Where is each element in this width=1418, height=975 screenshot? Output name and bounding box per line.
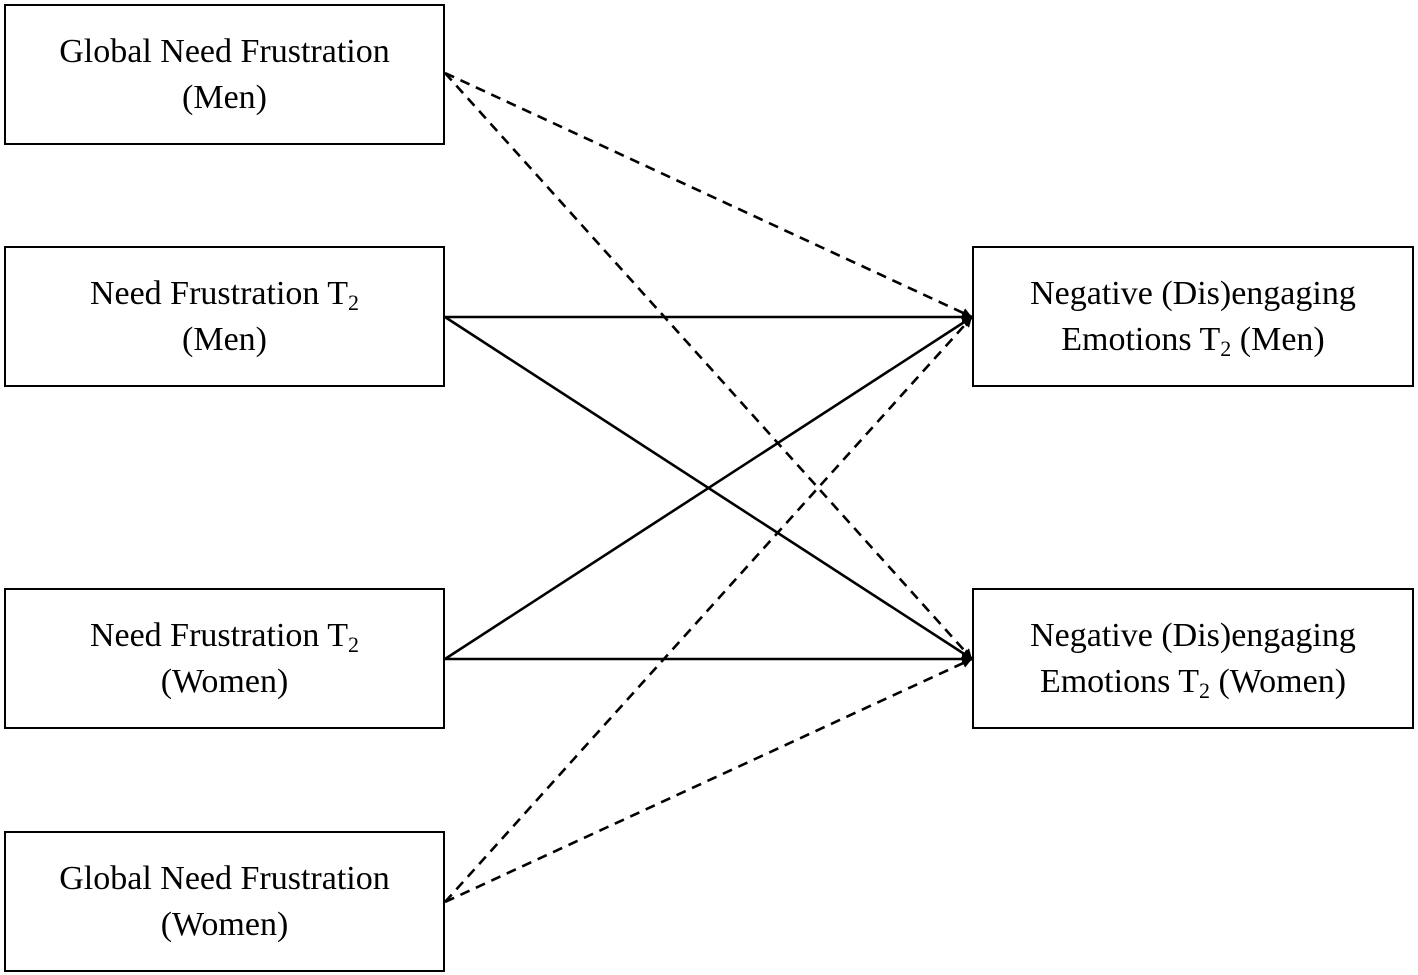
subscript: 2 — [1220, 335, 1232, 361]
node-label-line2: (Men) — [182, 78, 267, 116]
node-label-line2: (Men) — [182, 320, 267, 358]
edge-global-women-to-neg-men — [444, 316, 973, 903]
node-negative-emotions-t2-women: Negative (Dis)engaging Emotions T2 (Wome… — [972, 588, 1414, 729]
edge-nf-women-to-neg-men — [444, 315, 973, 661]
node-need-frustration-t2-women: Need Frustration T2 (Women) — [4, 588, 445, 729]
node-label-line1: Negative (Dis)engaging — [1030, 616, 1356, 654]
node-label-suffix: (Women) — [1209, 662, 1347, 700]
node-label-main: Emotions T — [1039, 662, 1199, 700]
node-need-frustration-t2-men: Need Frustration T2 (Men) — [4, 246, 445, 387]
node-label-line2: Emotions T2 (Women) — [1040, 659, 1346, 705]
node-label-line1: Need Frustration T2 — [90, 271, 359, 317]
node-label-suffix: (Men) — [1231, 320, 1325, 358]
node-global-need-frustration-women: Global Need Frustration (Women) — [4, 831, 445, 972]
node-label-main: Emotions T — [1061, 320, 1221, 358]
node-label-line2: (Women) — [160, 905, 289, 943]
edge-global-men-to-neg-women — [444, 72, 973, 660]
node-label-main: Need Frustration T — [89, 616, 349, 654]
edge-global-women-to-neg-women — [444, 657, 973, 904]
node-label-line1: Global Need Frustration — [59, 859, 390, 897]
subscript: 2 — [348, 289, 360, 315]
subscript: 2 — [348, 631, 360, 657]
node-global-need-frustration-men: Global Need Frustration (Men) — [4, 4, 445, 145]
node-label-main: Need Frustration T — [89, 274, 349, 312]
edges-layer — [444, 71, 973, 904]
subscript: 2 — [1198, 677, 1210, 703]
node-label-line1: Negative (Dis)engaging — [1030, 274, 1356, 312]
node-negative-emotions-t2-men: Negative (Dis)engaging Emotions T2 (Men) — [972, 246, 1414, 387]
node-label-line2: Emotions T2 (Men) — [1061, 317, 1324, 363]
node-label-line2: (Women) — [160, 662, 289, 700]
edge-global-men-to-neg-men — [444, 71, 973, 319]
node-label-line1: Need Frustration T2 — [90, 613, 359, 659]
node-label-line1: Global Need Frustration — [59, 32, 390, 70]
